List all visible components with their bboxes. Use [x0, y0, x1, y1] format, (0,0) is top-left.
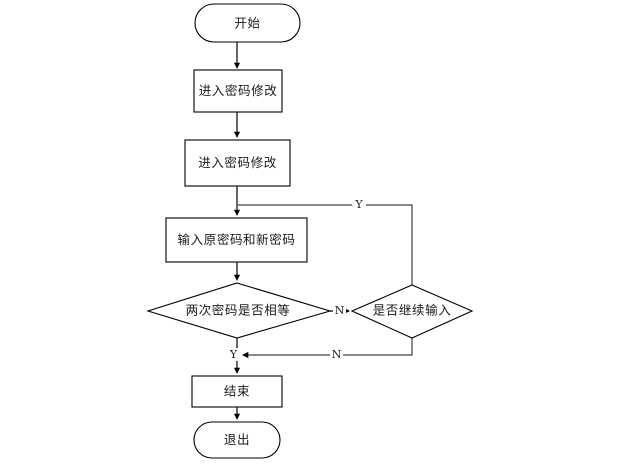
node-decision1[interactable]: 两次密码是否相等: [146, 282, 332, 339]
node-process3-label: 输入原密码和新密码: [178, 232, 296, 247]
connector-decision2-no-to-end: [242, 338, 413, 359]
node-process3[interactable]: 输入原密码和新密码: [165, 217, 308, 263]
node-process1[interactable]: 进入密码修改: [193, 69, 283, 113]
node-decision2[interactable]: 是否继续输入: [350, 284, 474, 339]
edge-label-yes-loop: Y: [352, 198, 366, 211]
node-decision2-label: 是否继续输入: [373, 303, 452, 318]
node-process1-label: 进入密码修改: [199, 83, 278, 98]
node-decision1-label: 两次密码是否相等: [186, 303, 291, 318]
connector-decision2-yes-loop: [238, 204, 413, 285]
node-end[interactable]: 结束: [191, 375, 283, 408]
node-process2[interactable]: 进入密码修改: [184, 139, 291, 187]
edge-label-yes-end-text: Y: [229, 348, 238, 361]
edge-label-yes-end: Y: [228, 348, 240, 361]
edge-label-no-back-text: N: [332, 348, 342, 361]
node-end-label: 结束: [224, 384, 250, 399]
node-start[interactable]: 开始: [194, 3, 301, 43]
edge-label-no-right-text: N: [335, 304, 345, 317]
node-exit[interactable]: 退出: [193, 421, 281, 459]
edge-label-yes-loop-text: Y: [354, 198, 363, 211]
node-exit-label: 退出: [224, 432, 250, 447]
node-start-label: 开始: [234, 16, 260, 31]
edge-label-no-back: N: [330, 348, 343, 361]
edge-label-no-right: N: [333, 304, 346, 317]
node-process2-label: 进入密码修改: [198, 155, 277, 170]
